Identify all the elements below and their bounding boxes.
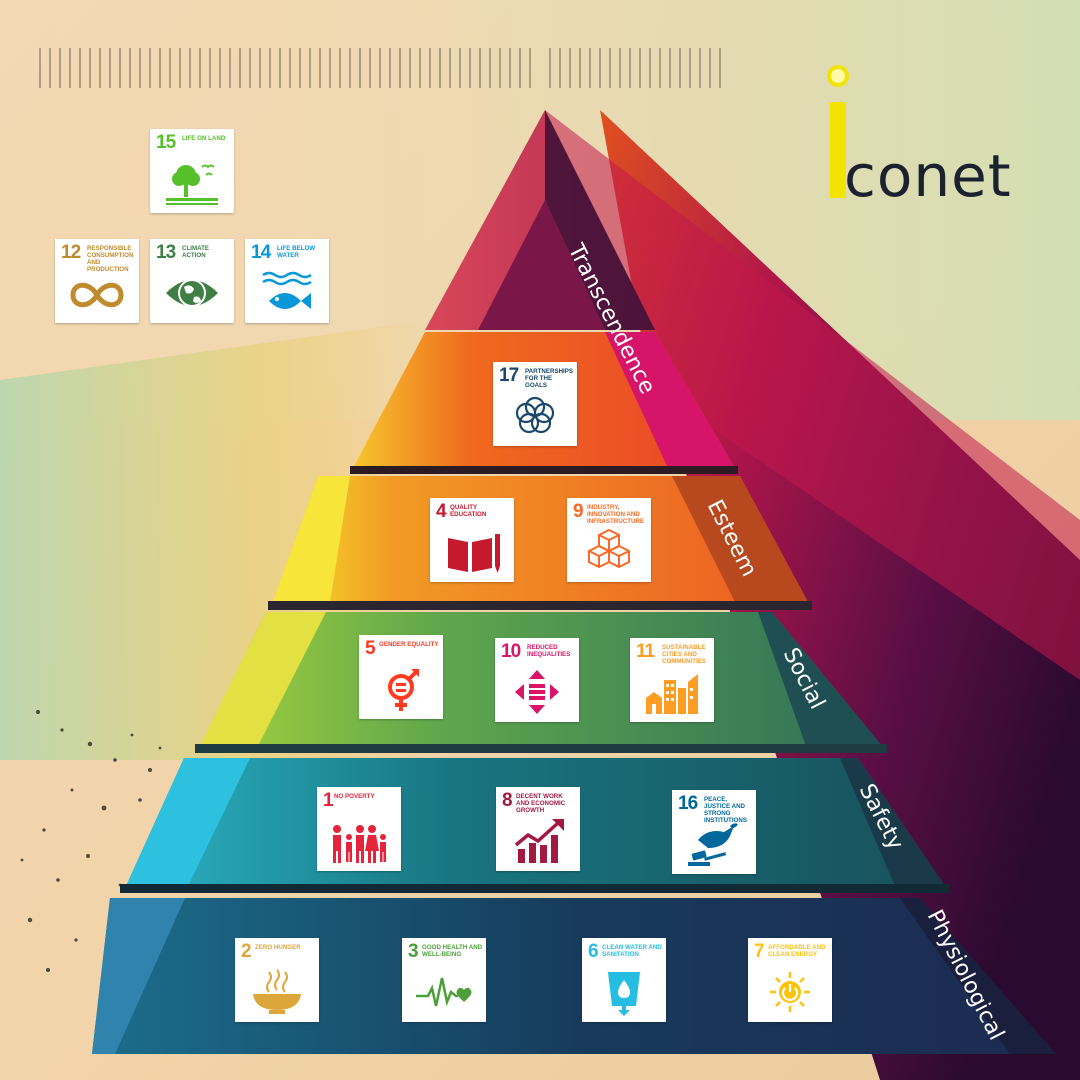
sdg-tile-17: 17 Partnerships for the goals	[493, 362, 577, 446]
sdg-title: Partnerships for the goals	[525, 368, 574, 389]
sdg-tile-9: 9 Industry, innovation and infrastructur…	[567, 498, 651, 582]
sdg-title: Responsible consumption and production	[87, 245, 134, 273]
sdg-tile-16: 16 Peace, justice and strong institution…	[672, 790, 756, 874]
sdg-title: Climate action	[182, 245, 210, 259]
sdg-title: No poverty	[334, 793, 375, 800]
sdg-title: Life below water	[277, 245, 316, 259]
sdg-number: 3	[408, 941, 419, 962]
sdg-number: 15	[156, 132, 176, 153]
city-icon	[646, 674, 698, 714]
dove-gavel-icon	[688, 823, 738, 866]
sdg-tile-6: 6 Clean water and sanitation	[582, 938, 666, 1022]
sdg-number: 10	[501, 641, 521, 662]
sdg-tile-5: 5 Gender equality	[359, 635, 443, 719]
infinity-icon	[70, 282, 124, 308]
sdg-number: 8	[502, 790, 513, 811]
sdg-number: 1	[323, 790, 334, 811]
logo-bar	[830, 102, 846, 198]
sdg-tile-14: 14 Life below water	[245, 239, 329, 323]
sdg-tile-13: 13 Climate action	[150, 239, 234, 323]
tier-esteem	[268, 476, 812, 610]
sdg-title: Industry, innovation and infrastructure	[587, 504, 645, 525]
cubes-icon	[588, 528, 630, 569]
sdg-number: 13	[156, 242, 176, 263]
sdg-number: 4	[436, 501, 447, 522]
sdg-tile-4: 4 Quality education	[430, 498, 514, 582]
sdg-title: Peace, justice and strong institutions	[704, 796, 747, 824]
sdg-title: Zero hunger	[255, 944, 301, 951]
iconet-logo: conet	[826, 64, 1026, 214]
sdg-title: Clean water and sanitation	[602, 944, 662, 958]
fish-icon	[262, 271, 312, 309]
family-icon	[333, 825, 386, 863]
sdg-number: 12	[61, 242, 81, 263]
sdg-number: 16	[678, 793, 698, 814]
arrows-icon	[515, 670, 559, 714]
sun-power-icon	[770, 972, 810, 1012]
sdg-tile-11: 11 Sustainable cities and communities	[630, 638, 714, 722]
sdg-tile-3: 3 Good health and well-being	[402, 938, 486, 1022]
sdg-tile-15: 15 Life on land	[150, 129, 234, 213]
sdg-title: Sustainable cities and communities	[662, 644, 706, 665]
sdg-number: 11	[636, 641, 655, 662]
sdg-number: 5	[365, 638, 376, 659]
sdg-title: Decent work and economic growth	[516, 793, 566, 814]
sdg-tile-10: 10 Reduced inequalities	[495, 638, 579, 722]
sdg-title: Life on land	[182, 135, 226, 142]
sdg-number: 2	[241, 941, 252, 962]
sdg-number: 14	[251, 242, 271, 263]
tier-transcendence	[425, 110, 655, 330]
bowl-icon	[253, 969, 301, 1014]
sdg-number: 7	[754, 941, 765, 962]
eye-globe-icon	[166, 279, 218, 307]
sdg-tile-7: 7 Affordable and clean energy	[748, 938, 832, 1022]
sdg-tile-1: 1 No poverty	[317, 787, 401, 871]
sdg-title: Affordable and clean energy	[768, 944, 826, 958]
heartbeat-icon	[416, 977, 472, 1007]
sdg-title: Quality education	[450, 504, 487, 518]
sdg-number: 6	[588, 941, 599, 962]
sdg-number: 17	[499, 365, 519, 386]
sdg-number: 9	[573, 501, 584, 522]
sdg-title: Reduced inequalities	[527, 644, 571, 658]
sdg-tile-12: 12 Responsible consumption and productio…	[55, 239, 139, 323]
growth-chart-icon	[514, 819, 564, 863]
gender-icon	[388, 669, 419, 711]
sdg-title: Gender equality	[379, 641, 439, 648]
sdg-title: Good health and well-being	[422, 944, 483, 958]
tree-icon	[166, 164, 218, 205]
sdg-tile-2: 2 Zero hunger	[235, 938, 319, 1022]
sdg-tile-8: 8 Decent work and economic growth	[496, 787, 580, 871]
rings-icon	[515, 396, 555, 434]
water-glass-icon	[608, 972, 640, 1016]
book-icon	[448, 534, 500, 573]
logo-wordmark: conet	[844, 142, 1012, 210]
